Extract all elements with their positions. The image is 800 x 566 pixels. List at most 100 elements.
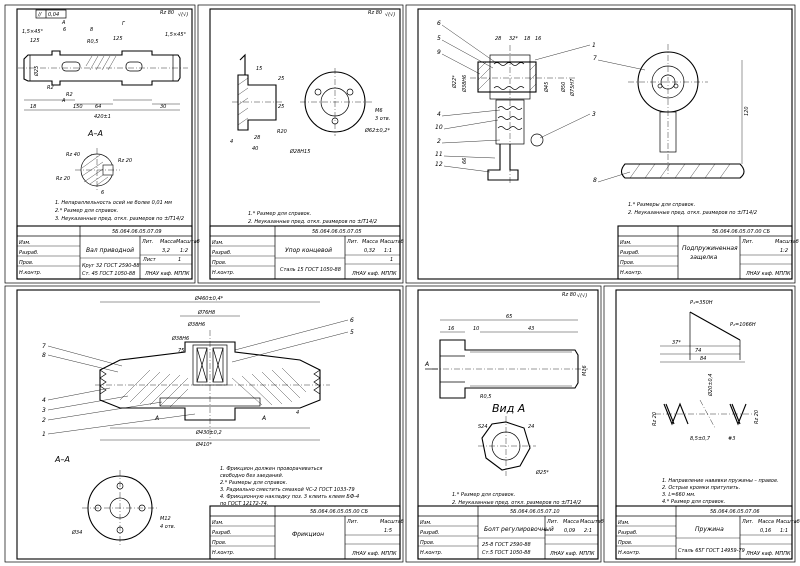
dim: Ø25 — [33, 66, 40, 77]
tb-label: Изм. — [19, 240, 31, 246]
material: Сталь 65Г ГОСТ 14959-79 — [678, 548, 745, 554]
organization: ЛНАУ каф. МППК — [351, 271, 397, 277]
dim: Rz 20 — [56, 176, 70, 182]
dim: 8,5±0,7 — [690, 436, 711, 442]
tb-label: Разраб. — [618, 530, 638, 536]
dim: 43 — [528, 326, 534, 332]
material: 25-8 ГОСТ 2590-88 — [482, 542, 531, 548]
part-name: Упор концевой — [285, 247, 332, 254]
dim: М16 — [582, 365, 588, 376]
tb-label: Разраб. — [620, 250, 640, 256]
dim: 3 отв. — [375, 116, 390, 122]
tb-label: Изм. — [212, 240, 224, 246]
sheet-5-bolt-drawing: Rz 80 √(√) 65 16 43 10 М16 R0,5 A Вид А … — [424, 292, 588, 506]
dim: 16 — [448, 326, 454, 332]
tb-label: Масштаб — [580, 519, 604, 525]
dim: R2 — [66, 92, 73, 98]
dim: Ø75Н7 — [569, 78, 576, 97]
dim: Ø50 — [560, 82, 567, 93]
sheet-3-frame — [417, 8, 793, 280]
tb-label: Изм. — [212, 520, 224, 526]
note-1: 1. Фрикцион должен проворачиваться — [220, 466, 322, 472]
organization: ЛНАУ каф. МППК — [144, 271, 190, 277]
dim: Rz 20 — [652, 412, 658, 426]
pos-6: 6 — [437, 20, 441, 27]
pos-3: 3 — [42, 407, 46, 414]
tb-label: Лит. — [346, 239, 359, 245]
tb-label: Пров. — [19, 260, 34, 266]
mass: 0,16 — [760, 528, 771, 534]
dim: Ø38Н6 — [187, 321, 205, 328]
title-block-sheet-1: Изм. Разраб. Пров. Н.контр. 5Б.064.06.05… — [16, 225, 200, 280]
dim: 40 — [252, 146, 258, 152]
note-2: свободно без заеданий. — [220, 473, 283, 479]
tb-label: Масштаб — [775, 239, 799, 245]
roughness-mark: Rz 80 — [160, 10, 174, 16]
dim: Ø45 — [543, 82, 550, 93]
spring-coils — [655, 399, 755, 429]
pos-12: 12 — [435, 161, 443, 168]
organization: ЛНАУ каф. МППК — [351, 551, 397, 557]
dim: 18 — [524, 36, 530, 42]
note-1: 1.* Размер для справок. — [452, 492, 515, 498]
organization: ЛНАУ каф. МППК — [549, 551, 595, 557]
dim: S24 — [478, 424, 488, 430]
part-name: Вал приводной — [86, 247, 134, 254]
sheets-total: 1 — [390, 257, 393, 263]
dim: М6 — [375, 108, 383, 114]
dim: 32* — [509, 36, 518, 42]
dim: 84 — [700, 356, 706, 362]
dim: Ø76Н8 — [197, 309, 215, 316]
scale: 1:1 — [384, 248, 392, 254]
sheet-6-spring-drawing: P₁=350Н P₂=1066Н 37* 74 84 Ø20±0,4 8,5±0… — [652, 300, 779, 505]
note-2: 2. Неуказанные пред. откл. размеров по ±… — [452, 500, 581, 506]
mass: 3,2 — [162, 248, 170, 254]
view-label: Вид А — [492, 402, 525, 415]
dim: 0,04 — [48, 12, 59, 18]
dim: P₂=1066Н — [730, 322, 756, 328]
pos-7: 7 — [593, 55, 597, 62]
note-4: 3. Радиально сместить смазкой ЧС-2 ГОСТ … — [220, 487, 355, 493]
dim: Ø28Н15 — [289, 148, 310, 155]
material: Сталь 15 ГОСТ 1050-88 — [280, 267, 341, 273]
dim: М12 — [160, 516, 171, 522]
tb-label: Изм. — [420, 520, 432, 526]
tb-label: Пров. — [620, 260, 635, 266]
dim: 66 — [462, 158, 468, 164]
dim: 24 — [528, 424, 534, 430]
pos-3: 3 — [592, 111, 596, 118]
tb-label: Лит. — [141, 239, 154, 245]
roughness-mark: Rz 80 — [562, 292, 576, 298]
dim: 420±1 — [94, 114, 111, 120]
pos-6: 6 — [350, 317, 354, 324]
svg-text://: // — [37, 12, 43, 18]
dim: 28 — [254, 135, 260, 141]
svg-text:√(√): √(√) — [385, 12, 395, 18]
pos-5: 5 — [350, 329, 354, 336]
dim: 65 — [506, 314, 512, 320]
dim: 8 — [90, 27, 93, 33]
tb-label: Лит. — [741, 239, 754, 245]
note-1: 1.* Размеры для справок. — [628, 202, 695, 208]
dim: 18 — [30, 104, 36, 110]
tb-label: Изм. — [618, 520, 630, 526]
note-2: 2. Неуказанные пред. откл. размеров по ±… — [628, 210, 757, 216]
dim: R2 — [47, 85, 54, 91]
note-1: 1. Направление навивки пружины – правое. — [662, 478, 779, 484]
pos-10: 10 — [435, 124, 443, 131]
sheet-3-latch-assembly: 120 66 6 5 9 4 10 2 11 12 1 3 7 8 — [435, 20, 757, 216]
dim: 30 — [160, 104, 166, 110]
dim: R20 — [277, 129, 287, 135]
view-arrow-label: A — [424, 361, 429, 368]
dim: #3 — [728, 436, 735, 442]
sheets-total: 1 — [178, 257, 181, 263]
tb-label: Масштаб — [380, 519, 404, 525]
dim: 1,5×45° — [165, 32, 187, 38]
tb-label: Н.контр. — [620, 270, 642, 276]
tb-label: Лист — [142, 257, 157, 263]
pos-8: 8 — [593, 177, 597, 184]
dim: 37* — [672, 340, 681, 346]
tb-label: Пров. — [420, 540, 435, 546]
dim: Ø430±0,2 — [195, 429, 222, 436]
pos-2: 2 — [42, 417, 46, 424]
